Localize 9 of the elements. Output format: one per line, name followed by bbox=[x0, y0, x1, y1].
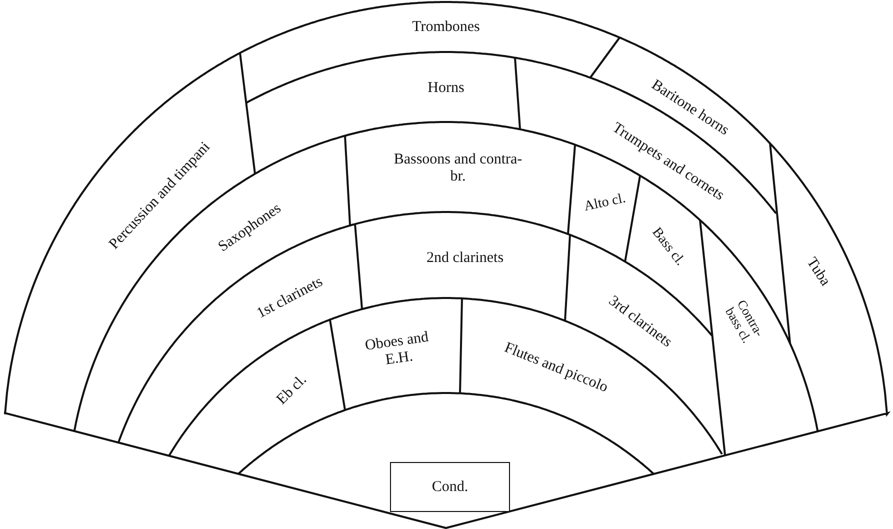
section-label: Alto cl. bbox=[582, 191, 628, 215]
section-label: Trombones bbox=[412, 18, 480, 36]
section-label: Horns bbox=[428, 80, 464, 96]
section-label: Oboes and E.H. bbox=[351, 327, 445, 373]
section-label: Flutes and piccolo bbox=[502, 340, 610, 396]
section-label: Bassoons and contra-br. bbox=[390, 152, 526, 184]
conductor-box: Cond. bbox=[390, 462, 510, 512]
section-label: Eb cl. bbox=[274, 372, 310, 408]
section-label: 2nd clarinets bbox=[426, 250, 504, 266]
